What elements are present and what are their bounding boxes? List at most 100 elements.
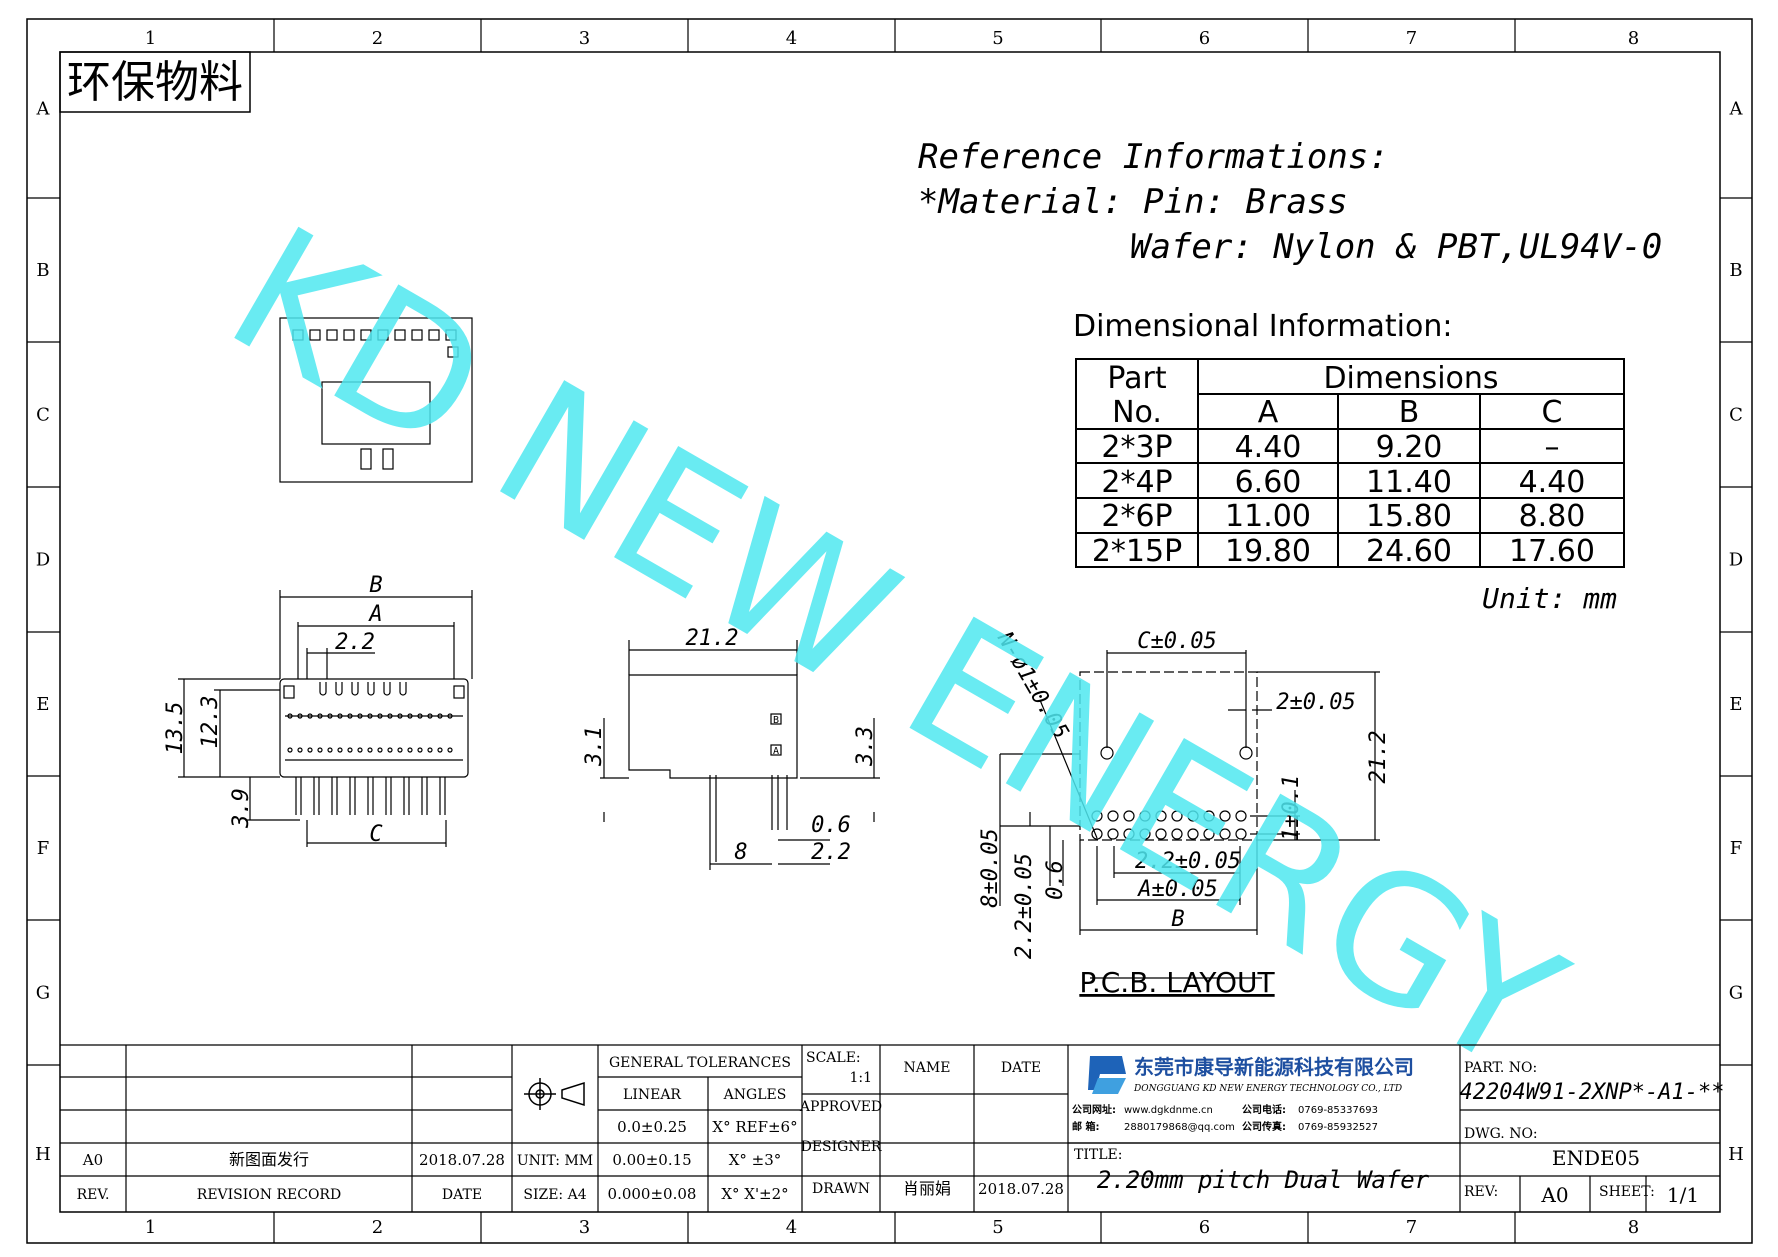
table-cell-c: – — [1545, 430, 1560, 465]
grid-col-label-4-bottom: 4 — [786, 1217, 797, 1238]
latch — [367, 682, 375, 696]
header-col-b: B — [1399, 395, 1420, 430]
front-dim-b: B — [369, 573, 382, 598]
size-cell: SIZE: A4 — [523, 1187, 586, 1203]
grid-col-label-5-bottom: 5 — [992, 1217, 1003, 1238]
drawn-date: 2018.07.28 — [978, 1180, 1064, 1198]
pin-dot — [437, 713, 443, 719]
table-cell-part: 2*6P — [1101, 499, 1172, 534]
pin-dot — [287, 747, 293, 753]
pin-dot — [377, 747, 383, 753]
tel-label: 公司电话: — [1242, 1103, 1286, 1116]
grid-col-label-6-top: 6 — [1199, 28, 1210, 49]
grid-col-label-7-bottom: 7 — [1406, 1217, 1417, 1238]
outer-frame — [26, 18, 1753, 1244]
company-name-cn: 东莞市康导新能源科技有限公司 — [1134, 1055, 1414, 1079]
pin-dot — [367, 747, 373, 753]
front-dim-h2: 12.3 — [198, 696, 223, 749]
pin-dot — [297, 713, 303, 719]
table-cell-a: 11.00 — [1225, 499, 1311, 534]
pin-dot — [327, 747, 333, 753]
drawn-name: 肖丽娟 — [903, 1179, 951, 1198]
linear-1: 0.0±0.25 — [617, 1118, 687, 1136]
grid-col-label-6-bottom: 6 — [1199, 1217, 1210, 1238]
grid-col-label-5-top: 5 — [992, 28, 1003, 49]
title-label: TITLE: — [1074, 1147, 1122, 1163]
pcb-hole — [1123, 828, 1135, 840]
pin-mark — [377, 329, 389, 341]
grid-row-label-F-left: F — [37, 838, 50, 859]
pin-mark — [447, 346, 459, 358]
designer-label: DESIGNER — [801, 1139, 882, 1155]
wafer-line: Wafer: Nylon & PBT,UL94V-0 — [1130, 227, 1662, 267]
header-col-a: A — [1258, 395, 1279, 430]
dimensional-title: Dimensional Information: — [1073, 309, 1452, 344]
top-view — [279, 317, 473, 483]
grid-col-label-1-bottom: 1 — [145, 1217, 156, 1238]
eco-stamp: 环保物料 — [59, 51, 251, 113]
pcb-dim-c: C±0.05 — [1137, 629, 1216, 654]
reference-info: Reference Informations: *Material: Pin: … — [918, 137, 1662, 267]
front-dim-pitch: 2.2 — [335, 630, 375, 655]
pcb-hole — [1155, 828, 1167, 840]
angles-1: X° REF±6° — [712, 1118, 797, 1136]
pcb-hole — [1139, 828, 1151, 840]
latch — [335, 682, 343, 696]
tel: 0769-85337693 — [1298, 1105, 1378, 1116]
pcb-hole — [1171, 810, 1183, 822]
pin-dot — [397, 747, 403, 753]
pcb-dim-1: 1±0.1 — [1279, 775, 1304, 841]
dimension-table: Dimensional Information: Part No. Dimens… — [1073, 309, 1625, 615]
pcb-dim-a: A±0.05 — [1136, 877, 1217, 902]
stamp-text: 环保物料 — [67, 57, 243, 108]
front-view — [178, 590, 473, 847]
linear-2: 0.00±0.15 — [612, 1151, 691, 1169]
side-view — [600, 640, 880, 870]
grid-row-label-E-right: E — [1729, 694, 1742, 715]
projection-symbol-icon — [524, 1078, 585, 1110]
table-cell-c: 8.80 — [1519, 499, 1586, 534]
pin-mark — [343, 329, 355, 341]
pin-mark — [445, 329, 457, 341]
table-cell-part: 2*15P — [1092, 534, 1182, 569]
side-dim-8: 8 — [734, 840, 747, 865]
pin-dot — [307, 747, 313, 753]
dwg-no-label: DWG. NO: — [1464, 1126, 1538, 1142]
pcb-layout-label: P.C.B. LAYOUT — [1079, 966, 1275, 999]
pin-dot — [397, 713, 403, 719]
table-cell-a: 6.60 — [1235, 465, 1302, 500]
part-no-label: PART. NO: — [1464, 1060, 1537, 1076]
rev-desc: 新图面发行 — [229, 1150, 309, 1169]
mail-label: 邮 箱: — [1072, 1120, 1099, 1133]
unit-label: Unit: mm — [1482, 582, 1617, 615]
grid-col-label-3-bottom: 3 — [579, 1217, 590, 1238]
grid-row-label-D-left: D — [36, 550, 50, 571]
pin-dot — [427, 747, 433, 753]
date-header: DATE — [1001, 1060, 1041, 1076]
front-dim-tail: 3.9 — [229, 788, 254, 829]
pcb-hole — [1235, 810, 1247, 822]
pcb-hole — [1203, 828, 1215, 840]
pin-dot — [347, 713, 353, 719]
pcb-dim-212: 21.2 — [1366, 731, 1391, 784]
pcb-hole — [1107, 828, 1119, 840]
grid-row-label-B-right: B — [1729, 260, 1742, 281]
pcb-dim-22v: 2.2±0.05 — [1012, 853, 1037, 959]
rev-header: REV. — [77, 1187, 110, 1203]
grid-row-label-H-left: H — [35, 1144, 51, 1165]
table-cell-b: 15.80 — [1366, 499, 1452, 534]
pcb-dim-22: 2.2±0.05 — [1135, 849, 1241, 874]
pin-dot — [287, 713, 293, 719]
grid-col-label-8-top: 8 — [1628, 28, 1639, 49]
pcb-hole — [1091, 828, 1103, 840]
rev-date: 2018.07.28 — [419, 1151, 505, 1169]
pin-dot — [317, 747, 323, 753]
latch — [383, 682, 391, 696]
pin-dot — [337, 747, 343, 753]
table-cell-a: 4.40 — [1235, 430, 1302, 465]
pin-mark — [309, 329, 321, 341]
front-dim-a: A — [367, 602, 382, 627]
table-cell-a: 19.80 — [1225, 534, 1311, 569]
